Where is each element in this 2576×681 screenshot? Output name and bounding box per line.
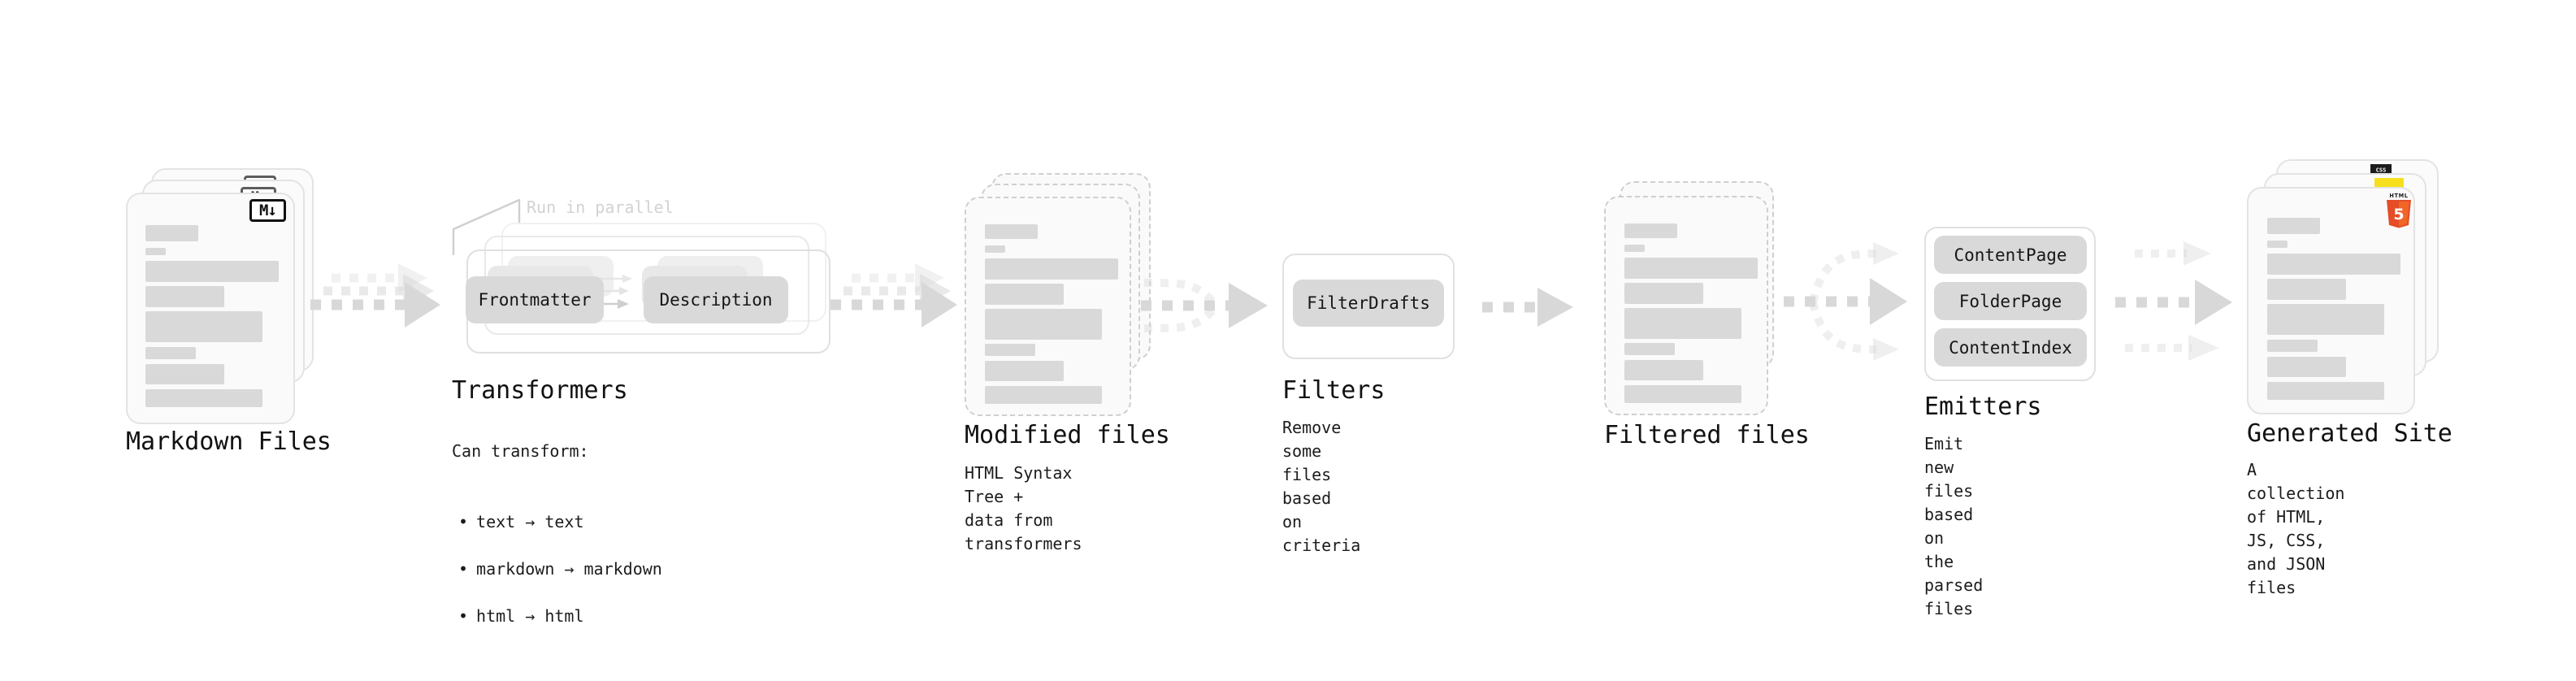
text-bar — [985, 224, 1038, 239]
transformers-subtitle-lead: Can transform: — [452, 441, 589, 461]
emitter-chip-contentpage[interactable]: ContentPage — [1934, 236, 2087, 274]
filtered-file-card-front — [1604, 196, 1768, 415]
run-in-parallel-label: Run in parallel — [527, 197, 674, 217]
emitter-chip-contentindex[interactable]: ContentIndex — [1934, 328, 2087, 367]
text-bar — [145, 248, 166, 255]
text-bar — [985, 344, 1035, 356]
generated-file-card-front — [2247, 187, 2415, 414]
markdown-badge: M↓ — [249, 199, 286, 222]
svg-text:HTML: HTML — [2389, 193, 2408, 199]
text-bar — [1624, 258, 1758, 279]
text-bar — [985, 284, 1064, 305]
text-bar — [985, 258, 1118, 280]
markdown-file-card-front — [126, 193, 295, 424]
arrow-emitters-to-generated-site — [2115, 241, 2232, 361]
text-bar — [145, 347, 196, 359]
transformers-bullet-list: text → text markdown → markdown html → h… — [452, 487, 662, 652]
text-bar — [985, 309, 1102, 340]
stage-title-filters: Filters — [1282, 376, 1386, 405]
arrow-modified-files-to-filters — [1141, 279, 1268, 332]
generated-site-subtitle: A collection of HTML, JS, CSS, and JSON … — [2247, 460, 2345, 597]
svg-text:5: 5 — [2393, 206, 2404, 223]
text-bar — [985, 386, 1102, 404]
filters-group — [1282, 254, 1455, 359]
text-bar — [145, 311, 262, 342]
stage-title-markdown-files: Markdown Files — [126, 427, 332, 456]
stage-title-filtered-files: Filtered files — [1604, 421, 1810, 449]
stage-title-emitters: Emitters — [1924, 393, 2042, 421]
arrow-transformers-to-modified-files — [830, 263, 957, 327]
text-bar — [145, 389, 262, 407]
stage-title-generated-site: Generated Site — [2247, 419, 2452, 448]
text-bar — [2267, 304, 2384, 335]
transformers-bullet: html → html — [452, 605, 662, 628]
text-bar — [145, 225, 198, 241]
html5-badge: HTML 5 — [2387, 193, 2411, 228]
text-bar — [2267, 218, 2320, 234]
svg-text:CSS: CSS — [2376, 167, 2387, 174]
transformer-chip-frontmatter[interactable]: Frontmatter — [466, 276, 604, 323]
filters-subtitle: Remove some files based on criteria — [1282, 418, 1361, 555]
transformers-subtitle: Can transform: text → text markdown → ma… — [452, 416, 662, 675]
text-bar — [1624, 308, 1741, 339]
text-bar — [1624, 223, 1677, 238]
text-bar — [985, 361, 1064, 381]
run-in-parallel-bracket — [452, 198, 521, 255]
text-bar — [2267, 382, 2384, 400]
text-bar — [145, 286, 224, 307]
text-bar — [1624, 385, 1741, 403]
emitter-chip-folderpage[interactable]: FolderPage — [1934, 282, 2087, 320]
text-bar — [2267, 279, 2346, 300]
arrow-markdown-to-transformers — [310, 263, 440, 327]
text-bar — [145, 364, 224, 384]
text-bar — [2267, 340, 2318, 352]
filter-chip-filterdrafts[interactable]: FilterDrafts — [1293, 280, 1444, 327]
arrow-filtered-files-to-emitters — [1784, 242, 1907, 361]
text-bar — [2267, 357, 2346, 377]
text-bar — [1624, 343, 1675, 355]
transformers-bullet: markdown → markdown — [452, 557, 662, 581]
arrow-filters-to-filtered-files — [1482, 288, 1573, 327]
text-bar — [1624, 283, 1703, 304]
modified-file-card-front — [965, 197, 1131, 416]
emitters-subtitle: Emit new files based on the parsed files — [1924, 434, 1984, 618]
text-bar — [2267, 241, 2288, 248]
text-bar — [1624, 360, 1703, 380]
modified-files-subtitle: HTML Syntax Tree + data from transformer… — [965, 463, 1082, 553]
text-bar — [145, 261, 279, 282]
emitters-group — [1924, 227, 2096, 381]
transformers-bullet: text → text — [452, 510, 662, 534]
text-bar — [1624, 245, 1645, 252]
transformer-chip-description[interactable]: Description — [644, 276, 788, 323]
text-bar — [985, 245, 1005, 253]
stage-title-modified-files: Modified files — [965, 421, 1170, 449]
stage-title-transformers: Transformers — [452, 376, 628, 405]
text-bar — [2267, 254, 2400, 275]
